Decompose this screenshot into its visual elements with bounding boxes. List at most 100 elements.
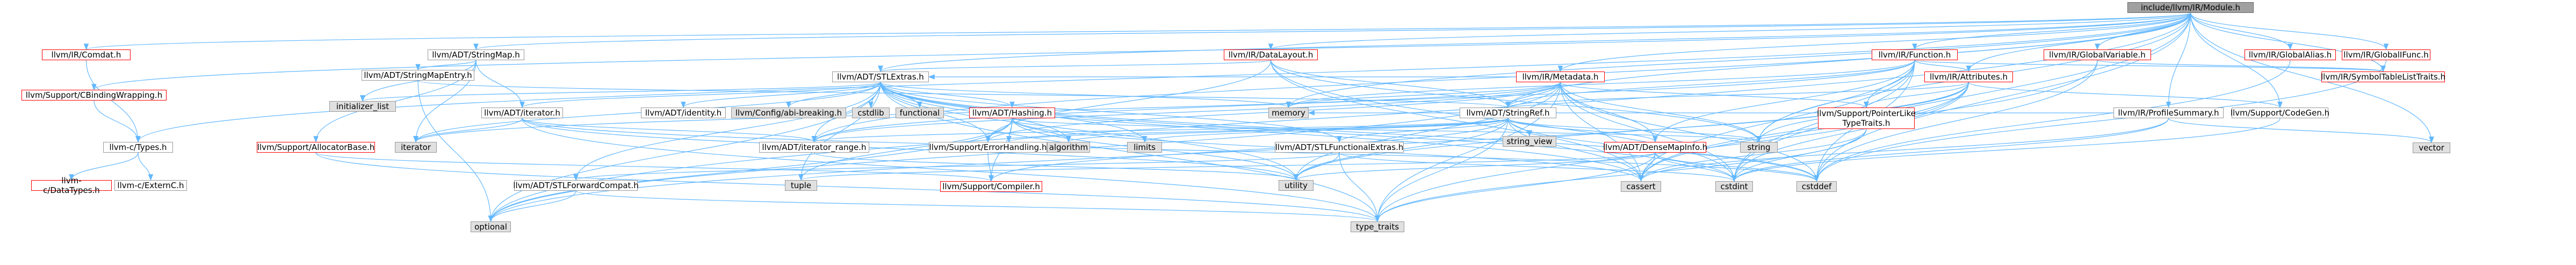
node-compiler[interactable]: llvm/Support/Compiler.h xyxy=(940,181,1042,192)
edge-module-to-profilesummary xyxy=(2166,12,2191,109)
node-configabi[interactable]: llvm/Config/abi-breaking.h xyxy=(731,108,846,118)
node-initializer_list[interactable]: initializer_list xyxy=(329,101,396,112)
node-limits[interactable]: limits xyxy=(1127,142,1162,153)
node-profilesummary[interactable]: llvm/IR/ProfileSummary.h xyxy=(2113,108,2224,118)
node-cbindingwrapping[interactable]: llvm/Support/CBindingWrapping.h xyxy=(21,90,167,101)
node-cstdint[interactable]: cstdint xyxy=(1715,181,1753,192)
edge-stlforwardcompat-to-type_traits xyxy=(575,190,1380,223)
edge-module-to-codegen xyxy=(2190,12,2283,109)
edge-ctypes-to-cdatatypes xyxy=(69,152,139,181)
node-utility[interactable]: utility xyxy=(1279,180,1314,191)
node-string_view[interactable]: string_view xyxy=(1503,136,1556,147)
edge-globalvariable-to-cstddef xyxy=(1814,60,2098,182)
node-stlfunctionalextras[interactable]: llvm/ADT/STLFunctionalExtras.h xyxy=(1275,142,1404,153)
node-vector[interactable]: vector xyxy=(2413,142,2450,153)
node-stlextras[interactable]: llvm/ADT/STLExtras.h xyxy=(832,71,929,82)
edge-profilesummary-to-cassert xyxy=(1638,118,2169,182)
node-iterator_h[interactable]: llvm/ADT/iterator.h xyxy=(481,108,563,118)
edge-densemapinfo-to-cstdint xyxy=(1655,152,1737,182)
edge-densemapinfo-to-cstddef xyxy=(1655,152,1820,182)
edge-hashing-to-string xyxy=(1012,118,1762,143)
edge-stlextras-to-hashing xyxy=(880,82,1015,109)
node-globalalias[interactable]: llvm/IR/GlobalAlias.h xyxy=(2245,49,2336,60)
edge-stringref-to-string_view xyxy=(1507,118,1532,137)
edge-stringref-to-limits xyxy=(1142,118,1509,143)
node-functional[interactable]: functional xyxy=(896,108,944,118)
edge-stringref-to-string xyxy=(1507,118,1762,143)
edge-iterator_range-to-utility xyxy=(813,152,1298,181)
node-iterator_range[interactable]: llvm/ADT/iterator_range.h xyxy=(759,142,869,153)
edge-stlfunctionalextras-to-stlforwardcompat xyxy=(573,152,1340,181)
node-metadata[interactable]: llvm/IR/Metadata.h xyxy=(1516,71,1605,82)
node-stringmap[interactable]: llvm/ADT/StringMap.h xyxy=(428,49,524,60)
node-densemapinfo[interactable]: llvm/ADT/DenseMapInfo.h xyxy=(1603,142,1708,153)
edge-module-to-memory xyxy=(1286,12,2191,109)
edge-metadata-to-cstdint xyxy=(1560,82,1737,182)
edge-stlforwardcompat-to-optional xyxy=(488,190,576,223)
node-stringref[interactable]: llvm/ADT/StringRef.h xyxy=(1460,108,1556,118)
node-allocatorbase[interactable]: llvm/Support/AllocatorBase.h xyxy=(257,142,375,153)
edge-ctypes-to-externc xyxy=(138,152,154,181)
node-codegen[interactable]: llvm/Support/CodeGen.h xyxy=(2230,108,2330,118)
node-string[interactable]: string xyxy=(1740,142,1778,153)
edge-metadata-to-string xyxy=(1560,82,1762,143)
node-stlforwardcompat[interactable]: llvm/ADT/STLForwardCompat.h xyxy=(513,180,639,191)
node-attributes[interactable]: llvm/IR/Attributes.h xyxy=(1924,71,2013,82)
edge-module-to-symboltablelisttraits xyxy=(2190,12,2386,73)
node-globalifunc[interactable]: llvm/IR/GlobalIFunc.h xyxy=(2342,49,2430,60)
edge-metadata-to-utility xyxy=(1293,82,1561,181)
edge-datalayout-to-errorhandling xyxy=(985,60,1272,143)
edge-function-to-symboltablelisttraits xyxy=(1914,60,2385,73)
node-datalayout[interactable]: llvm/IR/DataLayout.h xyxy=(1224,49,1318,60)
node-optional[interactable]: optional xyxy=(471,221,511,232)
edge-stlextras-to-initializer_list xyxy=(360,82,881,102)
edge-stlfunctionalextras-to-cstdint xyxy=(1339,152,1737,182)
edge-iterator_h-to-utility xyxy=(522,118,1299,181)
node-memory[interactable]: memory xyxy=(1268,108,1309,118)
node-stringmapentry[interactable]: llvm/ADT/StringMapEntry.h xyxy=(362,70,474,81)
node-cstdlib[interactable]: cstdlib xyxy=(852,108,890,118)
edge-datalayout-to-string xyxy=(1270,60,1762,143)
node-function[interactable]: llvm/IR/Function.h xyxy=(1872,49,1958,60)
edge-pointerliketypetraits-to-type_traits xyxy=(1375,128,1867,223)
node-symboltablelisttraits[interactable]: llvm/IR/SymbolTableListTraits.h xyxy=(2320,71,2446,82)
edge-attributes-to-cassert xyxy=(1638,82,1969,182)
node-algorithm[interactable]: algorithm xyxy=(1047,142,1090,153)
edge-stlfunctionalextras-to-utility xyxy=(1293,152,1340,181)
node-cassert[interactable]: cassert xyxy=(1621,181,1661,192)
edge-densemapinfo-to-cassert xyxy=(1638,152,1656,182)
node-iterator_std[interactable]: iterator xyxy=(395,142,437,153)
edge-module-to-attributes xyxy=(1966,12,2191,73)
edge-stringref-to-densemapinfo xyxy=(1507,118,1658,143)
edge-attributes-to-stringref xyxy=(1505,82,1969,109)
edge-metadata-to-iterator_range xyxy=(811,82,1561,143)
node-ctypes[interactable]: llvm-c/Types.h xyxy=(103,142,173,153)
edge-codegen-to-cstdint xyxy=(1731,118,2281,182)
edge-stringmap-to-iterator_h xyxy=(475,60,525,109)
edge-module-to-stlextras xyxy=(878,12,2191,73)
edge-densemapinfo-to-tuple xyxy=(798,152,1656,181)
edge-globalvariable-to-symboltablelisttraits xyxy=(2097,60,2386,73)
edge-function-to-attributes xyxy=(1914,60,1972,73)
edge-iterator_h-to-cstddef xyxy=(522,118,1819,182)
edge-datalayout-to-stlextras xyxy=(878,60,1272,73)
edge-errorhandling-to-compiler xyxy=(987,152,994,182)
node-tuple[interactable]: tuple xyxy=(785,180,817,191)
edge-module-to-cbindingwrapping xyxy=(91,12,2191,91)
node-comdat[interactable]: llvm/IR/Comdat.h xyxy=(42,49,131,60)
node-pointerliketypetraits[interactable]: llvm/Support/PointerLike TypeTraits.h xyxy=(1817,108,1916,129)
node-errorhandling[interactable]: llvm/Support/ErrorHandling.h xyxy=(929,142,1047,153)
node-type_traits[interactable]: type_traits xyxy=(1351,221,1404,232)
node-identity[interactable]: llvm/ADT/identity.h xyxy=(641,108,726,118)
edge-stringref-to-stlfunctionalextras xyxy=(1337,118,1509,143)
edge-module-to-globalalias xyxy=(2190,12,2293,51)
edge-comdat-to-ctypes xyxy=(85,60,141,143)
node-cstddef[interactable]: cstddef xyxy=(1796,181,1837,192)
edge-attributes-to-pointerliketypetraits xyxy=(1864,82,1969,109)
edge-module-to-vector xyxy=(2190,12,2434,144)
node-cdatatypes[interactable]: llvm-c/DataTypes.h xyxy=(31,176,112,195)
node-hashing[interactable]: llvm/ADT/Hashing.h xyxy=(969,108,1055,118)
node-globalvariable[interactable]: llvm/IR/GlobalVariable.h xyxy=(2044,49,2151,60)
edge-module-to-function xyxy=(1912,12,2191,51)
node-externc[interactable]: llvm-c/ExternC.h xyxy=(114,180,187,191)
